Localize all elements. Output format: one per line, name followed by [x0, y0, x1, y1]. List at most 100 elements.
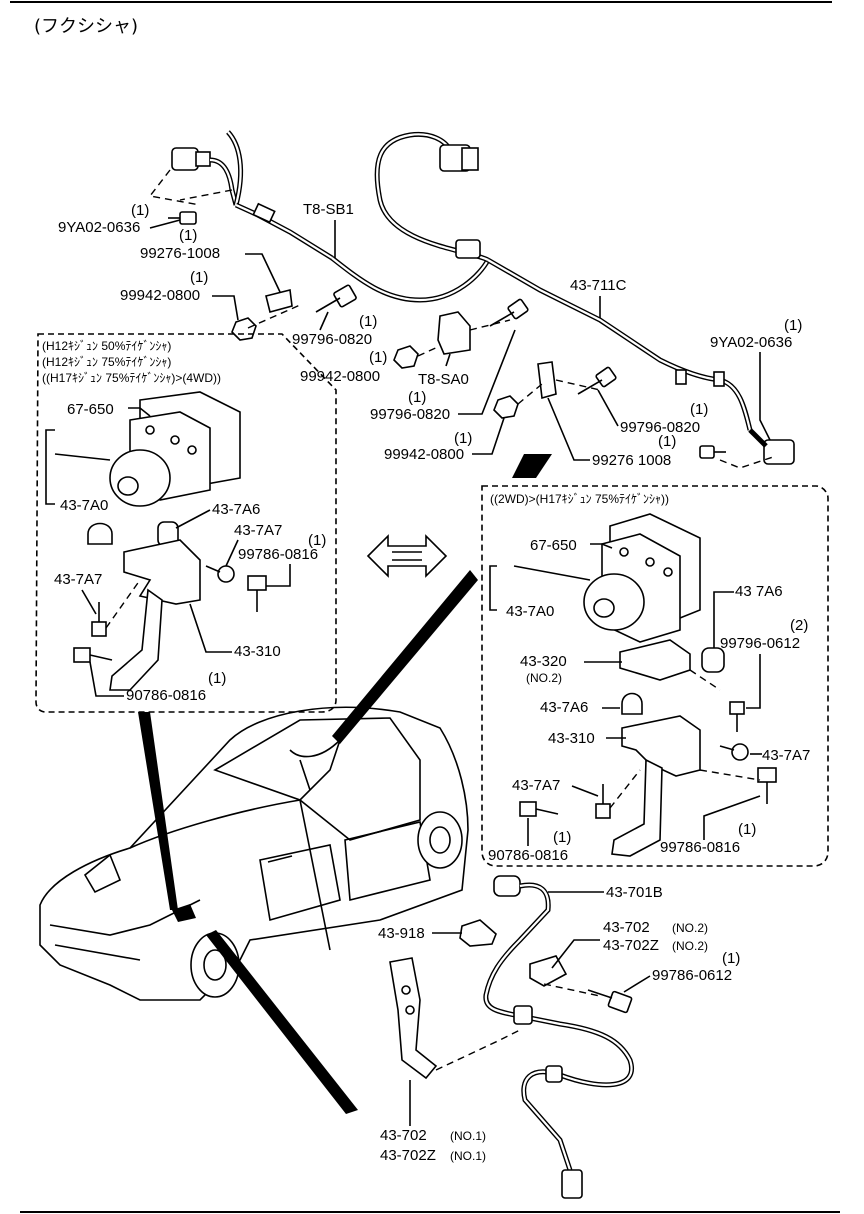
- label-qty: (1): [784, 317, 802, 334]
- label-43-701b: 43-701B: [606, 884, 663, 901]
- bracket-43-320: [619, 639, 691, 681]
- label-qty: (1): [359, 313, 377, 330]
- left-note-3: ((H17ｷｼﾞｭﾝ 75%ﾃｲｹﾞﾝｼｬ)>(4WD)): [42, 371, 221, 385]
- abs-hydraulic-unit-right: [583, 513, 701, 643]
- label-99276-1008-b: 99276 1008: [592, 452, 671, 469]
- label-qty: (1): [738, 821, 756, 838]
- label-43-7a0-right: 43-7A0: [506, 603, 554, 620]
- page-title: (フクシシャ): [34, 16, 138, 37]
- label-99942-0800-b: 99942-0800: [300, 368, 380, 385]
- label-43-7a6-left: 43-7A6: [212, 501, 260, 518]
- bolt-99786-0612: [587, 989, 633, 1014]
- bracket-43-310-left: [123, 539, 201, 605]
- label-43-702-no2-tag: (NO.2): [672, 921, 708, 935]
- label-43-310-left: 43-310: [234, 643, 281, 660]
- label-99796-0820-c: 99796-0820: [620, 419, 700, 436]
- label-qty: (2): [790, 617, 808, 634]
- label-43-320: 43-320: [520, 653, 567, 670]
- bushing-43-7a7-left: [217, 565, 235, 583]
- label-90786-0816-right: 90786-0816: [488, 847, 568, 864]
- label-qty: (1): [553, 829, 571, 846]
- right-note: ((2WD)>(H17ｷｼﾞｭﾝ 75%ﾃｲｹﾞﾝｼｬ)): [490, 492, 669, 506]
- bracket-arm-left: [109, 588, 163, 691]
- label-qty: (1): [408, 389, 426, 406]
- label-43-702z-no2: 43-702Z: [603, 937, 659, 954]
- label-qty: (1): [190, 269, 208, 286]
- double-arrow-icon: [366, 534, 448, 578]
- bolt-43-7a7-left-b: [91, 602, 107, 637]
- label-43-702-no2: 43-702: [603, 919, 650, 936]
- clamp-b: [713, 371, 725, 387]
- label-43-702-no1: 43-702: [380, 1127, 427, 1144]
- label-43-702z-no2-tag: (NO.2): [672, 939, 708, 953]
- bracket-arm-right: [611, 758, 663, 857]
- vehicle-illustration: [39, 706, 469, 1001]
- bolt-90786-0816-right: [519, 801, 559, 817]
- right-variant-box: [481, 485, 829, 867]
- bolt-90786-0816-left: [73, 647, 113, 663]
- left-note-2: (H12ｷｼﾞｭﾝ 75%ﾃｲｹﾞﾝｼｬ): [42, 355, 171, 369]
- label-qty: (1): [690, 401, 708, 418]
- label-99786-0612: 99786-0612: [652, 967, 732, 984]
- label-43-918: 43-918: [378, 925, 425, 942]
- mount-rubber-left: [87, 522, 113, 545]
- bolt-99786-0816-right: [757, 767, 777, 804]
- left-variant-box: [35, 333, 337, 713]
- label-99942-0800-c: 99942-0800: [384, 446, 464, 463]
- label-t8-sa0: T8-SA0: [418, 371, 469, 388]
- label-90786-0816-left: 90786-0816: [126, 687, 206, 704]
- bracket-43-702-no1: [389, 957, 438, 1080]
- nut-99942-0800-a: [231, 317, 257, 341]
- label-qty: (1): [308, 532, 326, 549]
- label-qty: (1): [179, 227, 197, 244]
- label-43-7a7-left-b: 43-7A7: [54, 571, 102, 588]
- mount-43-7a6-right-b: [621, 692, 643, 715]
- front-harness-left: [171, 130, 334, 261]
- bolt-9ya02-0636-right: [699, 445, 726, 459]
- label-qty: (1): [208, 670, 226, 687]
- left-note-1: (H12ｷｼﾞｭﾝ 50%ﾃｲｹﾞﾝｼｬ): [42, 339, 171, 353]
- connector-center-plug: [461, 147, 479, 171]
- label-43-7a6-right-a: 43 7A6: [735, 583, 783, 600]
- wheel-speed-sensor-43-701b: [483, 875, 635, 1199]
- label-43-702-no1-tag: (NO.1): [450, 1129, 486, 1143]
- label-67-650-left: 67-650: [67, 401, 114, 418]
- label-43-7a0-left: 43-7A0: [60, 497, 108, 514]
- label-43-7a7-left-a: 43-7A7: [234, 522, 282, 539]
- label-43-310-right: 43-310: [548, 730, 595, 747]
- label-qty: (1): [454, 430, 472, 447]
- bolt-99786-0816-left: [247, 575, 267, 612]
- connector-left-top: [171, 147, 199, 171]
- label-43-7a7-right-b: 43-7A7: [512, 777, 560, 794]
- bolt-43-7a7-right-b: [595, 784, 611, 819]
- abs-hydraulic-unit-left: [109, 391, 241, 507]
- pointer-top-beam: [512, 454, 552, 478]
- label-99942-0800-a: 99942-0800: [120, 287, 200, 304]
- label-qty: (1): [369, 349, 387, 366]
- connector-right: [763, 439, 795, 465]
- label-67-650-right: 67-650: [530, 537, 577, 554]
- bolt-99796-0612-right: [729, 701, 745, 732]
- pointer-left-beam: [138, 712, 178, 910]
- bushing-43-7a7-right: [731, 743, 749, 761]
- nut-99942-0800-b: [393, 345, 419, 369]
- label-99796-0820-a: 99796-0820: [292, 331, 372, 348]
- harness-43-711c: [330, 131, 795, 465]
- label-99796-0820-b: 99796-0820: [370, 406, 450, 423]
- label-9ya02-0636-right: 9YA02-0636: [710, 334, 792, 351]
- bracket-t8-sa0: [437, 311, 471, 355]
- label-43-7a6-right-b: 43-7A6: [540, 699, 588, 716]
- bolt-99796-0820-b-top: [489, 298, 529, 327]
- label-99786-0816-right: 99786-0816: [660, 839, 740, 856]
- grommet-left: [252, 202, 276, 224]
- label-qty: (1): [658, 433, 676, 450]
- clip-99276-1008-a: [265, 289, 293, 313]
- pointer-bottom-beam: [206, 930, 358, 1114]
- label-43-7a7-right-a: 43-7A7: [762, 747, 810, 764]
- bracket-43-702-no2: [529, 955, 568, 987]
- label-99786-0816-left: 99786-0816: [238, 546, 318, 563]
- label-qty: (1): [131, 202, 149, 219]
- connector-left-plug: [195, 151, 211, 167]
- clip-99276-1008-b: [537, 361, 557, 400]
